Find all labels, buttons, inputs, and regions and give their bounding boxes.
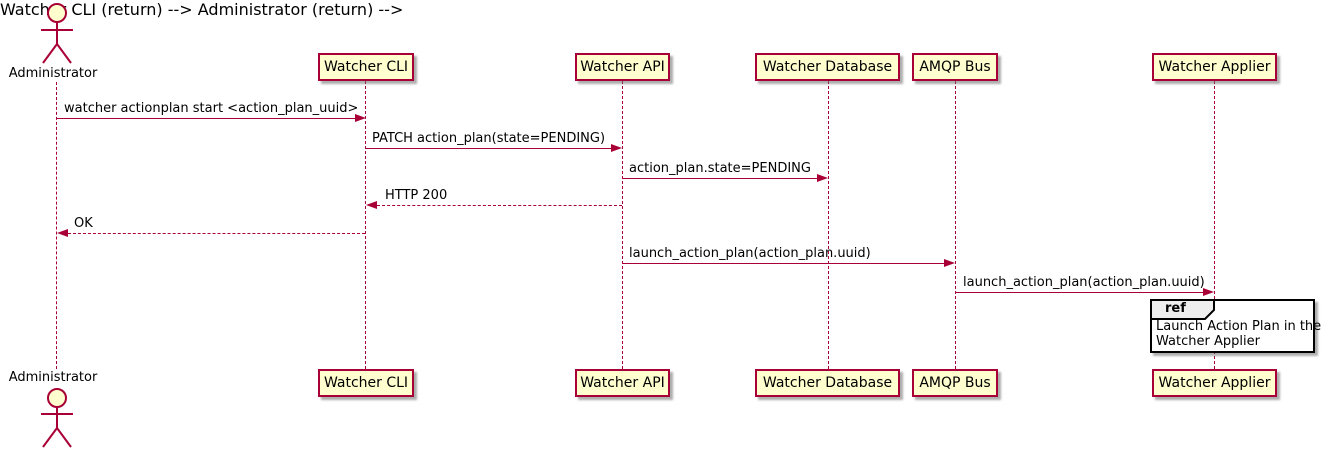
participant-amqp-bus-bottom: AMQP Bus [912,369,998,397]
lifeline-amqp-bus [955,81,956,369]
message-5-label: OK [74,216,93,231]
participant-watcher-database-top: Watcher Database [755,53,900,81]
participant-label: Watcher CLI [323,59,409,75]
message-4-line [377,205,622,206]
ref-text: Launch Action Plan in the Watcher Applie… [1156,319,1321,349]
message-7-line [955,292,1203,293]
participant-watcher-database-bottom: Watcher Database [755,369,900,397]
participant-label: Watcher CLI [323,375,409,391]
actor-administrator-top-icon [41,3,73,64]
message-3-arrowhead [817,174,828,182]
message-3-label: action_plan.state=PENDING [629,161,811,176]
message-2-arrowhead [611,144,622,152]
participant-watcher-api-top: Watcher API [575,53,670,81]
participant-label: Watcher Database [762,59,893,75]
participant-watcher-api-bottom: Watcher API [575,369,670,397]
participant-label: Watcher Applier [1158,59,1271,75]
participant-watcher-applier-bottom: Watcher Applier [1152,369,1277,397]
message-5-line [68,233,365,234]
ref-text-line-2: Watcher Applier [1156,334,1260,349]
participant-label: Watcher Database [762,375,893,391]
participant-label: Watcher Applier [1158,375,1271,391]
message-1-line [57,118,355,119]
message-1-label: watcher actionplan start <action_plan_uu… [64,101,359,116]
participant-amqp-bus-top: AMQP Bus [912,53,998,81]
actor-administrator-bottom-label: Administrator [8,370,98,385]
participant-watcher-cli-top: Watcher CLI [318,53,414,81]
participant-label: AMQP Bus [919,375,991,391]
participant-label: Watcher API [580,375,665,391]
message-7-label: launch_action_plan(action_plan.uuid) [963,275,1205,290]
ref-tab-shape [1150,299,1215,320]
participant-label: AMQP Bus [919,59,991,75]
lifeline-administrator [56,82,57,369]
ref-fragment: ref Launch Action Plan in the Watcher Ap… [1150,299,1321,353]
lifeline-watcher-api [622,81,623,369]
message-3-line [622,178,817,179]
message-4-label: HTTP 200 [385,188,448,203]
lifeline-watcher-cli [365,81,366,369]
message-1-arrowhead [355,114,366,122]
actor-administrator-top-label: Administrator [8,66,98,81]
message-6-line [622,263,944,264]
participant-label: Watcher API [580,59,665,75]
ref-text-line-1: Launch Action Plan in the [1156,319,1322,334]
message-6-arrowhead [944,259,955,267]
message-5-arrowhead [57,229,68,237]
actor-administrator-bottom-icon [41,388,73,448]
message-2-label: PATCH action_plan(state=PENDING) [372,131,606,146]
message-6-label: launch_action_plan(action_plan.uuid) [629,246,871,261]
participant-watcher-cli-bottom: Watcher CLI [318,369,414,397]
message-4-arrowhead [366,201,377,209]
lifeline-watcher-database [828,81,829,369]
message-7-arrowhead [1203,288,1214,296]
participant-watcher-applier-top: Watcher Applier [1152,53,1277,81]
ref-keyword: ref [1165,301,1186,316]
lifeline-watcher-applier [1214,81,1215,369]
message-2-line [366,148,611,149]
